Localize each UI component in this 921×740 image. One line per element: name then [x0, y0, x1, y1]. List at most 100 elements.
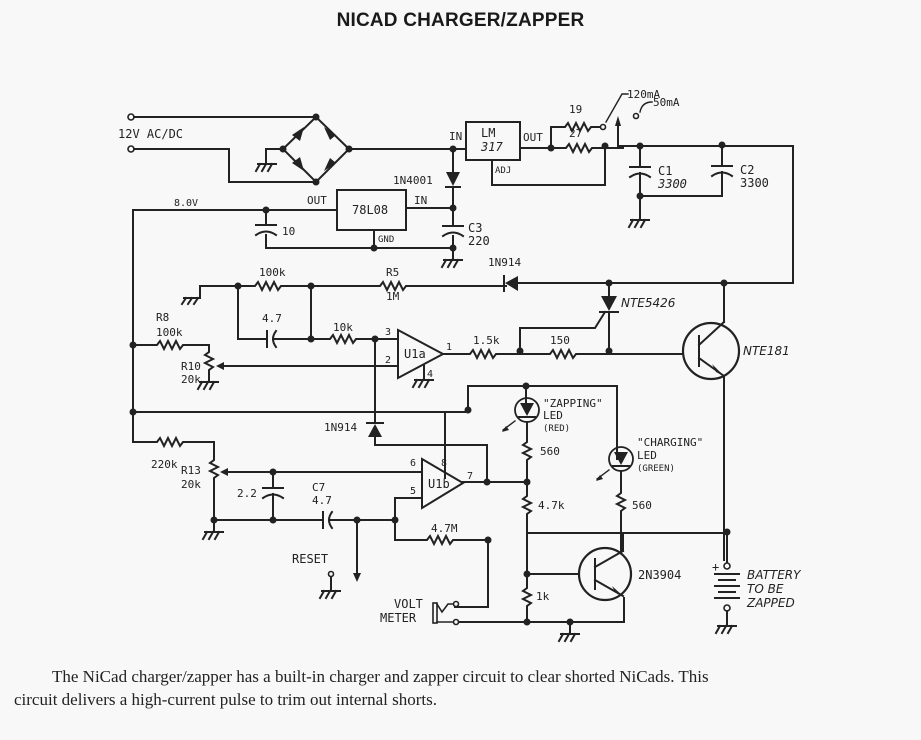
r10-wiper [216, 362, 224, 370]
c2-name-label: C2 [740, 163, 754, 177]
cap-4-7-label: 4.7 [262, 312, 282, 325]
zapping-led-line3: (RED) [543, 424, 570, 434]
u1a-pin1: 1 [446, 342, 452, 353]
scr-nte5426 [599, 296, 619, 313]
r13-name-label: R13 [181, 464, 201, 477]
u1b-pin5: 5 [410, 486, 416, 497]
ground-icon [411, 378, 434, 389]
led-charging [596, 446, 634, 481]
r-4-7k-label: 4.7k [538, 499, 565, 512]
r-560b-label: 560 [632, 499, 652, 512]
ground-icon [180, 296, 201, 306]
nte181-label: NTE181 [743, 344, 790, 358]
voltmeter-label-2: METER [380, 611, 417, 625]
ground-icon [254, 162, 277, 173]
charging-led-line2: LED [637, 449, 657, 462]
r-10k-label: 10k [333, 321, 353, 334]
battery-label-3: ZAPPED [746, 596, 795, 610]
78l08-out-label: OUT [307, 194, 327, 207]
lm317-adj-label: ADJ [495, 166, 511, 176]
battery-plus-label: + [712, 560, 719, 574]
capacitor-c3 [441, 225, 465, 238]
r-1-5k-label: 1.5k [473, 334, 500, 347]
cap-10-label: 10 [282, 225, 295, 238]
switch-120ma-label: 120mA [627, 88, 660, 101]
r8-name-label: R8 [156, 311, 169, 324]
u1a-pin3: 3 [385, 327, 391, 338]
78l08-label: 78L08 [352, 203, 388, 217]
scr-label: NTE5426 [621, 296, 676, 310]
lm317-in-label: IN [449, 130, 462, 143]
charging-led-line3: (GREEN) [637, 464, 675, 474]
ground-icon [627, 218, 650, 229]
voltmeter-jack[interactable] [432, 600, 528, 626]
battery-label-2: TO BE [747, 582, 784, 596]
diode-1n914-mid [366, 422, 384, 437]
battery-to-be-zapped [714, 531, 740, 635]
c2-value-label: 3300 [740, 176, 769, 190]
current-select-switch[interactable] [615, 112, 640, 147]
input-label: 12V AC/DC [118, 127, 183, 141]
r13-wiper [220, 468, 228, 476]
diode-1n4001 [445, 172, 461, 188]
r-220k-label: 220k [151, 458, 178, 471]
capacitor-c7 [322, 510, 334, 530]
1n914-mid-label: 1N914 [324, 421, 357, 434]
u1a-pin2: 2 [385, 355, 391, 366]
c7-value-label: 4.7 [312, 494, 332, 507]
r-150-label: 150 [550, 334, 570, 347]
bridge-rectifier [265, 113, 353, 186]
r5-name-label: R5 [386, 266, 399, 279]
reset-label: RESET [292, 552, 328, 566]
r-560a-label: 560 [540, 445, 560, 458]
r10-value-label: 20k [181, 373, 201, 386]
r-1k-label: 1k [536, 590, 550, 603]
capacitor-c2 [639, 145, 734, 197]
ground-icon [557, 621, 580, 643]
schematic: 12V AC/DC IN 1N4001 LM 317 OUT ADJ 19 27… [118, 88, 802, 643]
78l08-in-label: IN [414, 194, 427, 207]
lm317-label-2: 317 [480, 140, 503, 154]
r13-value-label: 20k [181, 478, 201, 491]
u1b-pin7: 7 [467, 471, 473, 482]
c3-name-label: C3 [468, 221, 482, 235]
r19-label: 19 [569, 103, 582, 116]
caption-line-2: circuit delivers a high-current pulse to… [14, 690, 437, 709]
r8-value-label: 100k [156, 326, 183, 339]
c7-name-label: C7 [312, 481, 325, 494]
cap-2-2-label: 2.2 [237, 487, 257, 500]
u1a-pin4: 4 [427, 369, 433, 380]
ground-icon [196, 380, 219, 391]
capacitor-c1 [628, 145, 652, 197]
diode-1n914-top [503, 275, 518, 292]
c3-value-label: 220 [468, 234, 490, 248]
u1b-pin6: 6 [410, 458, 416, 469]
r10-name-label: R10 [181, 360, 201, 373]
battery-label-1: BATTERY [747, 568, 802, 582]
reset-button[interactable] [318, 519, 361, 600]
r-4-7m-label: 4.7M [431, 522, 458, 535]
led-zapping [502, 397, 540, 432]
zapping-led-line2: LED [543, 409, 563, 422]
opamp-u1a [397, 328, 446, 380]
transistor-nte181 [681, 282, 741, 561]
charging-led-line1: "CHARGING" [637, 436, 703, 449]
2n3904-label: 2N3904 [638, 568, 681, 582]
u1b-pin8: 8 [441, 458, 447, 469]
transistor-2n3904 [577, 532, 633, 602]
lm317-out-label: OUT [523, 131, 543, 144]
zapping-led-line1: "ZAPPING" [543, 397, 603, 410]
8v-label: 8.0V [174, 198, 198, 209]
r-100k-label: 100k [259, 266, 286, 279]
1n914-top-label: 1N914 [488, 256, 521, 269]
switch-50ma-label: 50mA [653, 96, 680, 109]
c1-value-label: 3300 [657, 177, 687, 191]
ground-icon [440, 258, 463, 269]
u1b-label: U1b [428, 477, 450, 491]
diagram-title: NICAD CHARGER/ZAPPER [336, 10, 585, 31]
r5-value-label: 1M [386, 290, 400, 303]
u1a-label: U1a [404, 347, 426, 361]
78l08-gnd-label: GND [378, 235, 394, 245]
figure-caption: The NiCad charger/zapper has a built-in … [14, 665, 914, 711]
capacitor-2-2 [261, 471, 285, 521]
